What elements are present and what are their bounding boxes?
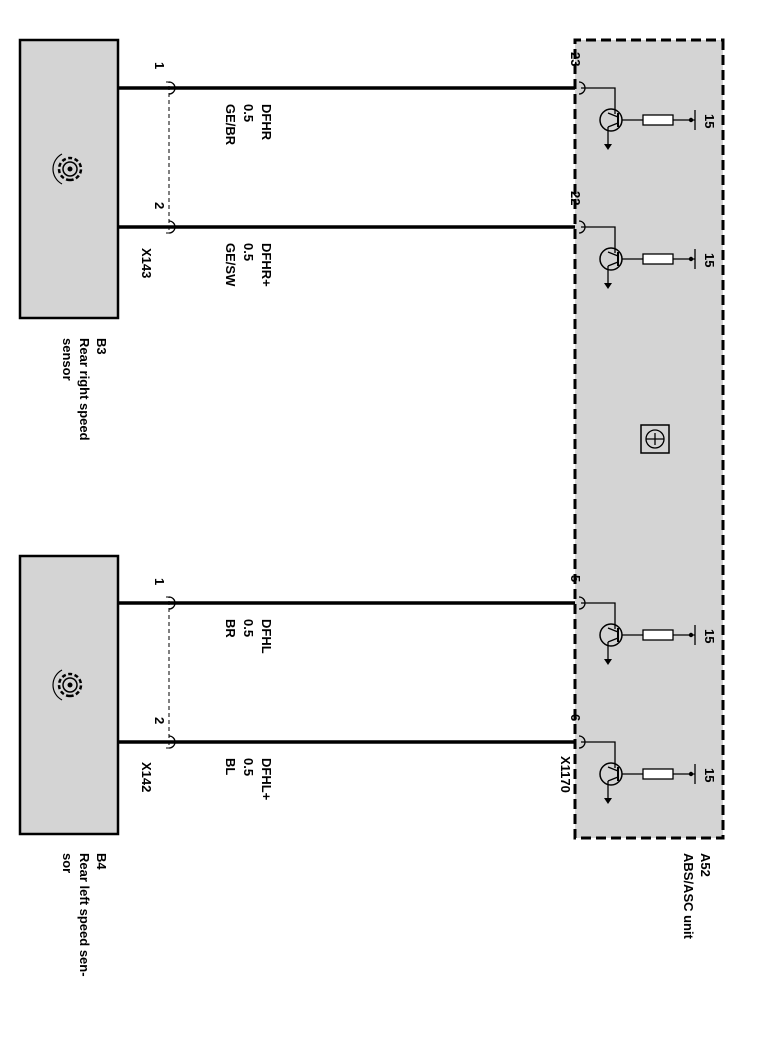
transistor-stage: 15	[581, 741, 717, 804]
connector-x142-label: X142	[139, 762, 154, 792]
ecu-pin-6: 6	[568, 714, 583, 721]
wire-dfhr-color: GE/BR	[223, 104, 238, 146]
labels: 1 2 1 2 23 22 5 6 DFHR 0.5 GE/BR DFHR+ 0…	[60, 52, 713, 977]
connector-x1170-label: X1170	[558, 756, 573, 793]
b4-name-line1: Rear left speed sen-	[77, 853, 92, 977]
wire-dfhl-plus-signal: DFHL+	[259, 758, 274, 801]
wire-dfhr-size: 0.5	[241, 104, 256, 122]
b4-id: B4	[94, 853, 109, 870]
wire-dfhl-plus-size: 0.5	[241, 758, 256, 776]
input-stages: 15 15 15 15	[581, 87, 717, 804]
sensor-b4	[18, 554, 120, 836]
wire-dfhl-size: 0.5	[241, 619, 256, 637]
ecu-name: ABS/ASC unit	[681, 853, 696, 940]
terminal-15-label: 15	[702, 768, 717, 782]
wire-dfhl-signal: DFHL	[259, 619, 274, 654]
terminal-15-label: 15	[702, 253, 717, 267]
gear-icon	[52, 153, 83, 185]
ecu-pin-5: 5	[568, 575, 583, 582]
b4-name-line2: sor	[60, 853, 75, 873]
wire-dfhl-color: BR	[223, 619, 238, 638]
b3-pin-1: 1	[152, 62, 167, 69]
b3-id: B3	[94, 338, 109, 355]
ecu-module-symbol	[640, 424, 670, 454]
sensor-b3	[18, 38, 120, 320]
terminal-15-label: 15	[702, 629, 717, 643]
gear-icon	[52, 669, 83, 701]
ecu-pin-23: 23	[568, 52, 583, 66]
wire-dfhr-plus-color: GE/SW	[223, 243, 238, 287]
wire-dfhr-signal: DFHR	[259, 104, 274, 141]
connector-x143-label: X143	[139, 248, 154, 278]
terminal-15-label: 15	[702, 114, 717, 128]
b3-name-line1: Rear right speed	[77, 338, 92, 441]
b3-pin-2: 2	[152, 202, 167, 209]
transistor-stage: 15	[581, 87, 717, 150]
resistor-icon	[642, 629, 674, 641]
b4-pin-1: 1	[152, 578, 167, 585]
resistor-icon	[642, 253, 674, 265]
transistor-stage: 15	[581, 226, 717, 289]
resistor-icon	[642, 114, 674, 126]
b3-name-line2: sensor	[60, 338, 75, 381]
resistor-icon	[642, 768, 674, 780]
connector-x143	[166, 81, 176, 234]
transistor-stage: 15	[581, 602, 717, 665]
ecu-id: A52	[698, 853, 713, 877]
ecu-pin-22: 22	[568, 191, 583, 205]
wire-dfhr-plus-signal: DFHR+	[259, 243, 274, 287]
wires	[118, 86, 575, 744]
wire-dfhl-plus-color: BL	[223, 758, 238, 775]
b4-pin-2: 2	[152, 717, 167, 724]
wire-dfhr-plus-size: 0.5	[241, 243, 256, 261]
connector-x142	[166, 596, 176, 749]
